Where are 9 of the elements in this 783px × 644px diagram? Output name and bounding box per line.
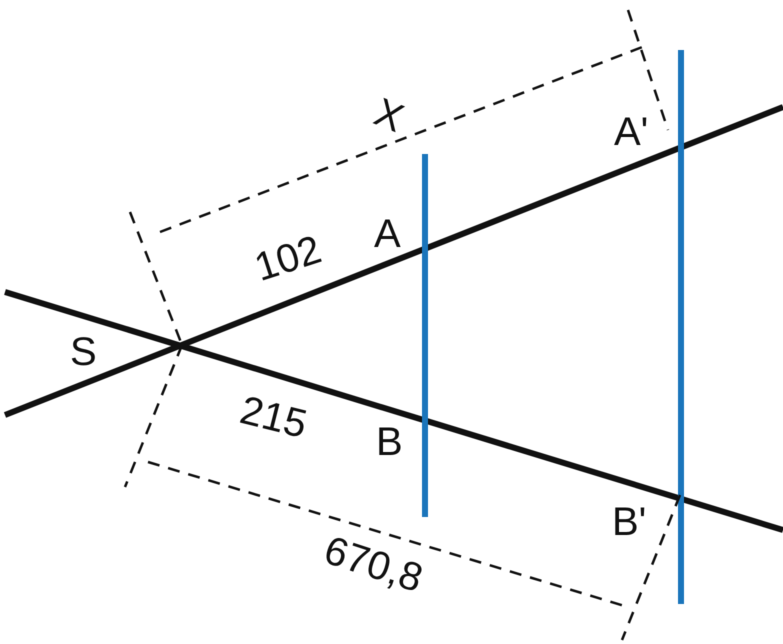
point-label: B' — [612, 502, 646, 542]
point-label: A' — [614, 112, 648, 152]
point-label: A — [374, 214, 401, 254]
point-label: B — [376, 422, 403, 462]
point-label: S — [70, 332, 97, 372]
dimension-label: X — [369, 92, 409, 140]
dimension-label: 215 — [236, 390, 311, 445]
dimension-label: 670,8 — [320, 530, 428, 599]
dimension-label: 102 — [250, 229, 326, 288]
